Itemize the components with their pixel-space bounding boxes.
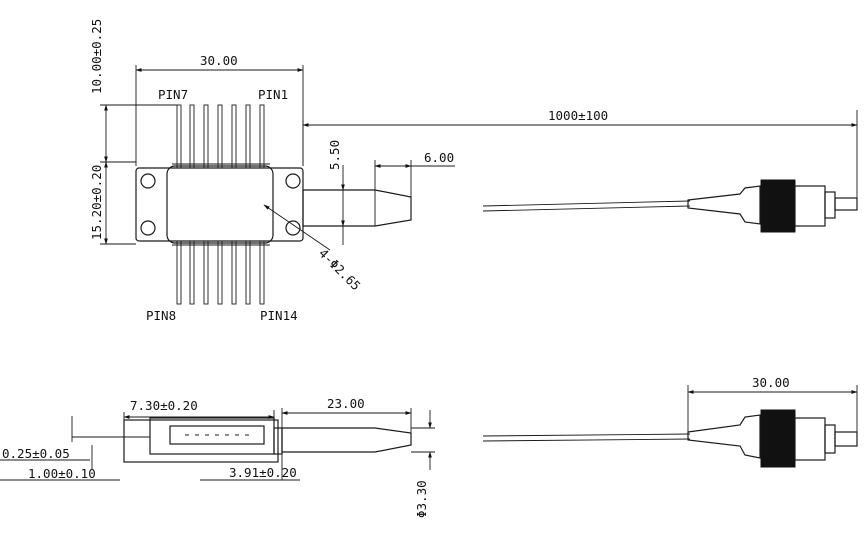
pin8-label: PIN8 (146, 308, 176, 323)
dim-hole-label: 4-Φ2.65 (316, 246, 364, 294)
fiber-boot (302, 189, 412, 227)
pins-bottom (172, 240, 270, 305)
side-boot (281, 427, 412, 453)
top-view: 30.00 10.00±0.25 15.20±0.20 1000±100 5.5… (89, 19, 858, 323)
dim-boot-offset-label: 5.50 (327, 140, 342, 170)
package-lid (166, 165, 274, 244)
dim-lead-thickness-label: 0.25±0.05 (2, 446, 70, 461)
mount-hole (285, 173, 301, 189)
package-body (135, 167, 304, 242)
dim-pin-offset-label: 7.30±0.20 (130, 398, 198, 413)
dim-body-height-label: 15.20±0.20 (89, 165, 104, 240)
mount-hole (285, 220, 301, 236)
side-view: 7.30±0.20 0.25±0.05 1.00±0.10 3.91±0.20 … (0, 396, 691, 518)
dim-boot-length-side-label: 23.00 (327, 396, 365, 411)
dim-body-height (100, 161, 136, 245)
dim-boot-length-label: 6.00 (424, 150, 454, 165)
pins-top (172, 104, 270, 169)
dim-flange-label: 3.91±0.20 (229, 465, 297, 480)
pin1-label: PIN1 (258, 87, 288, 102)
dim-base-thickness-label: 1.00±0.10 (28, 466, 96, 481)
fiber (482, 200, 691, 207)
dim-fiber-length (302, 110, 858, 200)
hole-leader (263, 204, 331, 251)
mount-hole (140, 173, 156, 189)
dim-pin-length-label: 10.00±0.25 (89, 19, 104, 94)
dim-boot-length (374, 160, 455, 197)
pin14-label: PIN14 (260, 308, 298, 323)
dim-boot-diameter-label: Φ3.30 (414, 480, 429, 518)
dim-fiber-length-label: 1000±100 (548, 108, 608, 123)
connector-view: 30.00 (687, 375, 858, 468)
fc-connector-top (687, 179, 858, 233)
dim-width-label: 30.00 (200, 53, 238, 68)
dim-width (135, 65, 304, 166)
mount-hole (140, 220, 156, 236)
dim-connector-length-label: 30.00 (752, 375, 790, 390)
dim-pin-length (100, 104, 177, 163)
pin7-label: PIN7 (158, 87, 188, 102)
